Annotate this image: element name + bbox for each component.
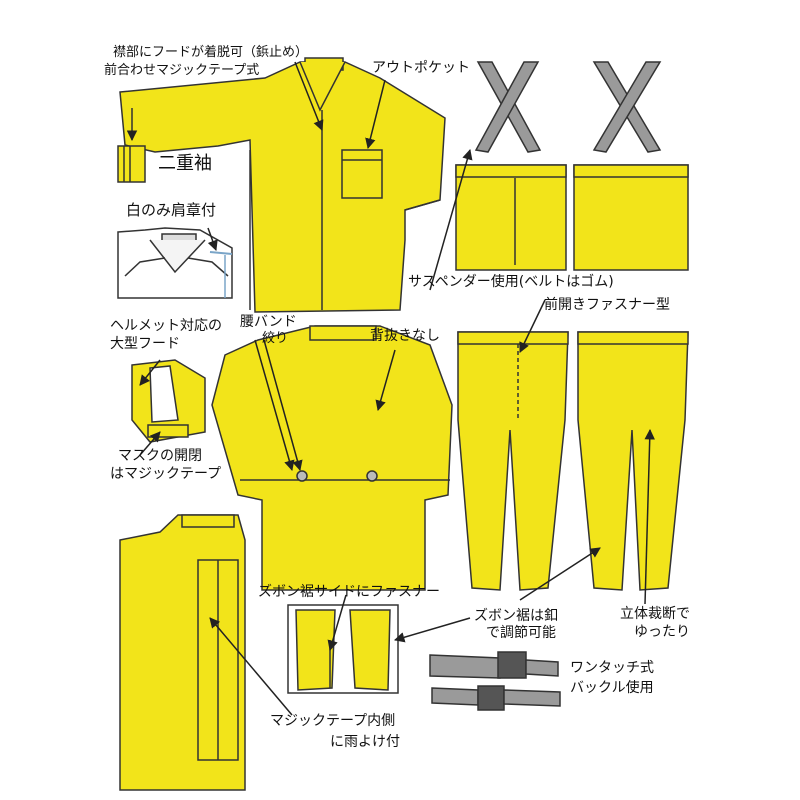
jacket-front	[119, 57, 446, 313]
label-hem-adjust-1: ズボン裾は釦	[474, 608, 558, 624]
zipper-pants-back	[577, 331, 689, 591]
label-white-epaulet: 白のみ肩章付	[126, 201, 217, 219]
label-suspender: サスペンダー使用(ベルトはゴム)	[408, 274, 614, 290]
epaulet-collar-detail	[117, 227, 233, 299]
hem-zipper-detail	[287, 604, 399, 694]
label-front-zipper: 前開きファスナー型	[544, 297, 670, 313]
label-waist-band-2: 絞り	[262, 331, 289, 346]
label-velcro-inner-2: に雨よけ付	[330, 734, 400, 750]
label-mask-2: はマジックテープ	[110, 466, 222, 482]
suspender-pants-back	[573, 61, 689, 271]
suspender-pants-front	[455, 61, 567, 271]
label-mask-1: マスクの開閉	[118, 448, 202, 464]
label-hem-zipper: ズボン裾サイドにファスナー	[258, 584, 440, 600]
double-sleeve-detail	[117, 108, 146, 183]
front-closure-detail	[119, 514, 246, 791]
label-front-velcro: 前合わせマジックテープ式	[104, 63, 260, 78]
label-helmet-hood-2: 大型フード	[110, 336, 180, 352]
label-buckle-1: ワンタッチ式	[570, 660, 654, 676]
hood-detail	[131, 359, 206, 443]
label-helmet-hood-1: ヘルメット対応の	[110, 318, 222, 334]
buckle-detail	[429, 651, 561, 711]
label-no-back-vent: 背抜きなし	[370, 328, 440, 344]
label-collar-hood: 襟部にフードが着脱可（鋲止め）	[113, 45, 309, 60]
label-cut-1: 立体裁断で	[620, 606, 690, 622]
zipper-pants-front	[457, 331, 569, 591]
label-hem-adjust-2: で調節可能	[486, 625, 556, 641]
label-buckle-2: バックル使用	[570, 680, 654, 696]
coat-back	[211, 325, 453, 591]
label-double-sleeve: 二重袖	[158, 153, 212, 174]
label-waist-band-1: 腰バンド	[240, 314, 297, 330]
label-out-pocket: アウトポケット	[372, 60, 470, 76]
label-cut-2: ゆったり	[634, 624, 690, 640]
annotation-arrows	[139, 61, 655, 716]
label-velcro-inner-1: マジックテープ内側	[270, 713, 396, 729]
